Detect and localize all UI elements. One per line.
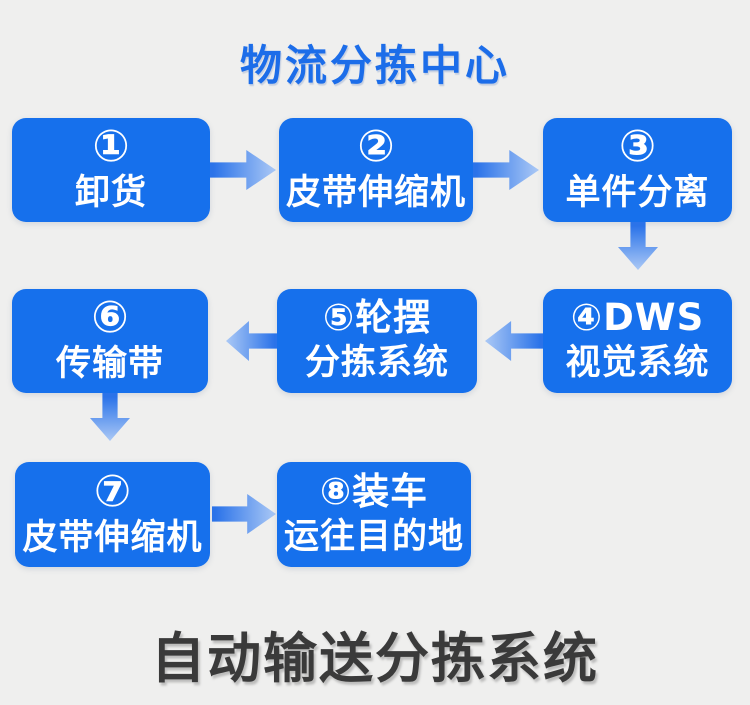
step-box-5-wheel-sorter: ⑤轮摆 分拣系统	[277, 289, 477, 393]
step-box-1-unloading: ① 卸货	[12, 118, 210, 222]
step-number: ①	[92, 121, 130, 173]
step-label: 卸货	[74, 173, 147, 213]
step-label: 单件分离	[565, 173, 710, 213]
step-box-6-conveyor: ⑥ 传输带	[12, 289, 208, 393]
arrow-down-icon	[618, 222, 658, 270]
step-box-2-telescopic-belt: ② 皮带伸缩机	[279, 118, 473, 222]
arrow-down-icon	[90, 393, 130, 441]
step-number: ③	[618, 121, 657, 173]
step-label: 运往目的地	[283, 516, 464, 557]
step-label: 视觉系统	[565, 343, 710, 384]
arrow-right-icon	[210, 150, 276, 190]
arrow-left-icon	[485, 321, 543, 361]
arrow-right-icon	[473, 150, 539, 190]
step-label: 皮带伸缩机	[22, 517, 203, 558]
step-number: ④DWS	[570, 296, 705, 340]
step-box-8-truck-loading: ⑧装车 运往目的地	[277, 462, 471, 567]
step-number: ⑥	[91, 292, 129, 344]
step-box-3-singulation: ③ 单件分离	[543, 118, 732, 222]
step-box-4-dws-vision: ④DWS 视觉系统	[543, 289, 732, 393]
step-number: ⑤轮摆	[322, 296, 432, 340]
step-label: 传输带	[55, 344, 164, 384]
arrow-right-icon	[212, 494, 276, 534]
arrow-left-icon	[226, 321, 277, 361]
page-title: 物流分拣中心	[239, 41, 510, 90]
step-label: 分拣系统	[304, 343, 449, 384]
step-number: ②	[357, 121, 395, 173]
step-box-7-telescopic-belt: ⑦ 皮带伸缩机	[15, 462, 210, 567]
step-number: ⑦	[93, 465, 132, 517]
step-number: ⑧装车	[319, 469, 429, 513]
step-label: 皮带伸缩机	[285, 173, 466, 213]
footer-title: 自动输送分拣系统	[151, 627, 599, 690]
